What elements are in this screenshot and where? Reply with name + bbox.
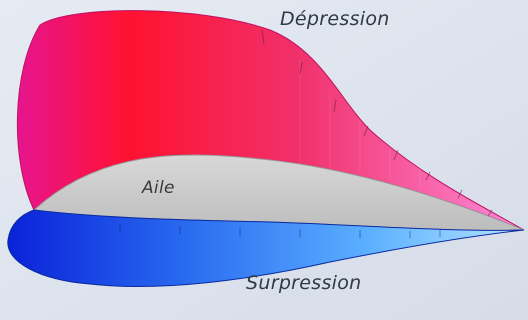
lower-pressure-arrows [119, 224, 441, 238]
upper-shading-lines [299, 60, 421, 190]
depression-label: Dépression [280, 8, 390, 30]
upper-pressure-arrows [261, 29, 493, 217]
lower-pressure-region [7, 209, 525, 287]
wing-label: Aile [142, 178, 175, 198]
surpression-label: Surpression [246, 272, 362, 294]
